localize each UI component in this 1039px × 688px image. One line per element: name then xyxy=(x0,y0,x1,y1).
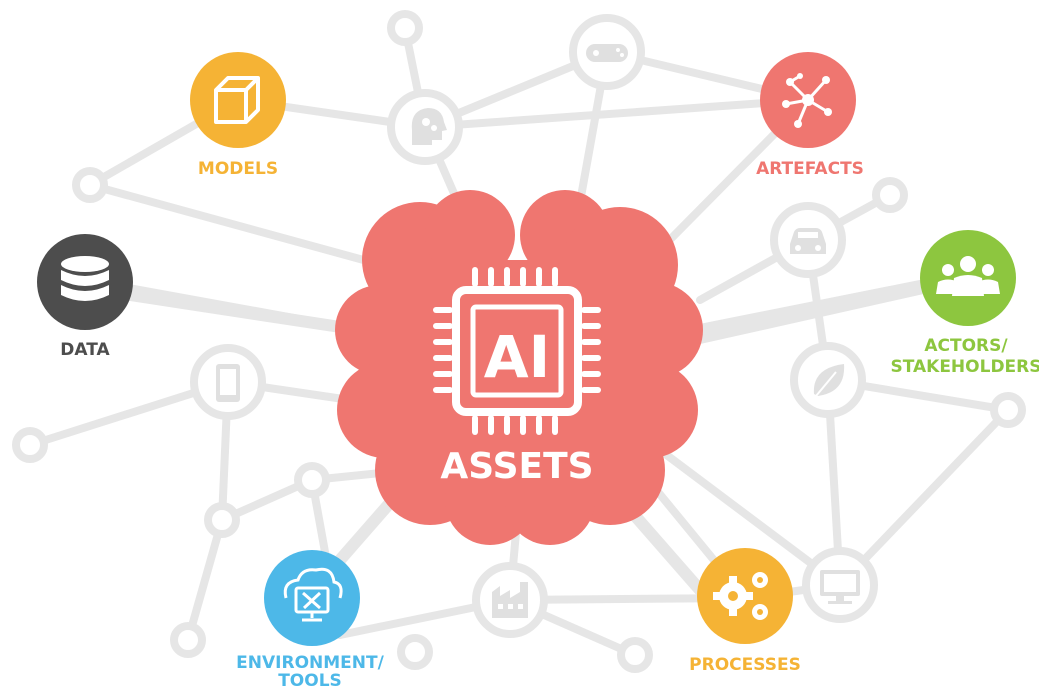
artefacts-label: ARTEFACTS xyxy=(756,159,864,179)
brain-shape xyxy=(335,190,703,545)
environment-node xyxy=(264,550,360,646)
network-node xyxy=(990,392,1026,428)
models-label: MODELS xyxy=(198,159,278,179)
leaf-icon xyxy=(813,364,845,397)
network-node xyxy=(294,462,330,498)
environment-label-line1: ENVIRONMENT/ xyxy=(236,653,384,673)
monitor-node xyxy=(802,547,878,623)
artefacts-node xyxy=(760,52,856,148)
car-node xyxy=(770,202,846,278)
environment-label-line2: TOOLS xyxy=(278,671,342,688)
assets-title: ASSETS xyxy=(440,446,593,487)
cloud-tools-icon xyxy=(283,567,343,622)
gamepad-node xyxy=(569,14,645,90)
network-node xyxy=(12,427,48,463)
tablet-node xyxy=(190,344,266,420)
actors-label-line1: ACTORS/ xyxy=(924,336,1008,356)
network-node xyxy=(872,177,908,213)
car-icon xyxy=(790,228,826,254)
data-node xyxy=(37,234,133,330)
data-label: DATA xyxy=(60,340,110,360)
network-node xyxy=(170,622,206,658)
head-gears-node xyxy=(387,89,463,165)
monitor-icon xyxy=(820,570,860,604)
leaf-node xyxy=(790,342,866,418)
cube-icon xyxy=(214,76,260,124)
models-node xyxy=(190,52,286,148)
gears-icon xyxy=(713,572,768,620)
actors-node xyxy=(920,230,1016,326)
actors-label-line2: STAKEHOLDERS xyxy=(890,357,1039,377)
category-connectors xyxy=(124,279,931,596)
database-icon xyxy=(61,256,109,301)
people-icon xyxy=(936,256,1000,296)
factory-node xyxy=(472,562,548,638)
network-node xyxy=(204,502,240,538)
processes-label: PROCESSES xyxy=(689,655,801,675)
network-node xyxy=(72,167,108,203)
ai-chip-icon xyxy=(433,267,601,435)
network-small-nodes xyxy=(12,10,1026,673)
head-gears-icon xyxy=(411,108,447,145)
network-node xyxy=(397,634,433,670)
ai-chip-text: AI xyxy=(484,323,550,391)
network-node xyxy=(617,637,653,673)
processes-node xyxy=(697,548,793,644)
factory-icon xyxy=(492,582,528,618)
network-node xyxy=(387,10,423,46)
gamepad-icon xyxy=(586,44,628,62)
tablet-icon xyxy=(216,364,240,402)
